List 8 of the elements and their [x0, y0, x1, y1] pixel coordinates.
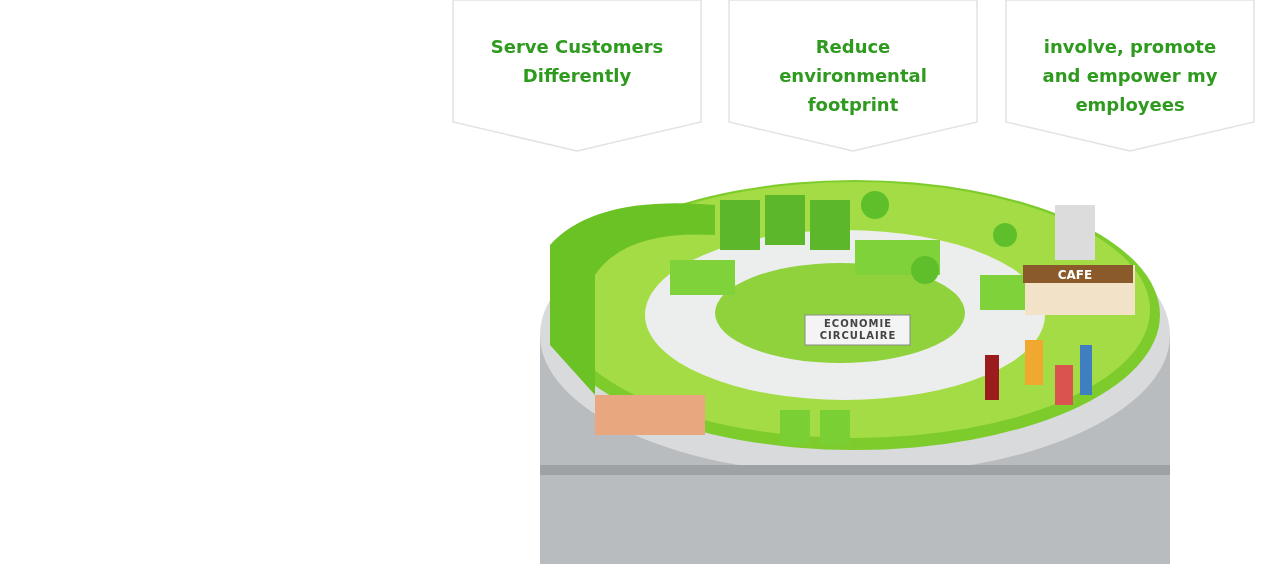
banner-text: Serve Customers Differently — [489, 35, 665, 88]
cafe-sign-text: CAFE — [1056, 268, 1094, 282]
chevron-banner — [1005, 0, 1255, 152]
chevron-banner — [728, 0, 978, 152]
chevron-banner — [452, 0, 702, 152]
sign-text: ECONOMIE CIRCULAIRE — [818, 318, 898, 342]
banner-text: involve, promote and empower my employees — [1041, 35, 1219, 117]
banner-text: Reduce environmental footprint — [778, 35, 928, 117]
